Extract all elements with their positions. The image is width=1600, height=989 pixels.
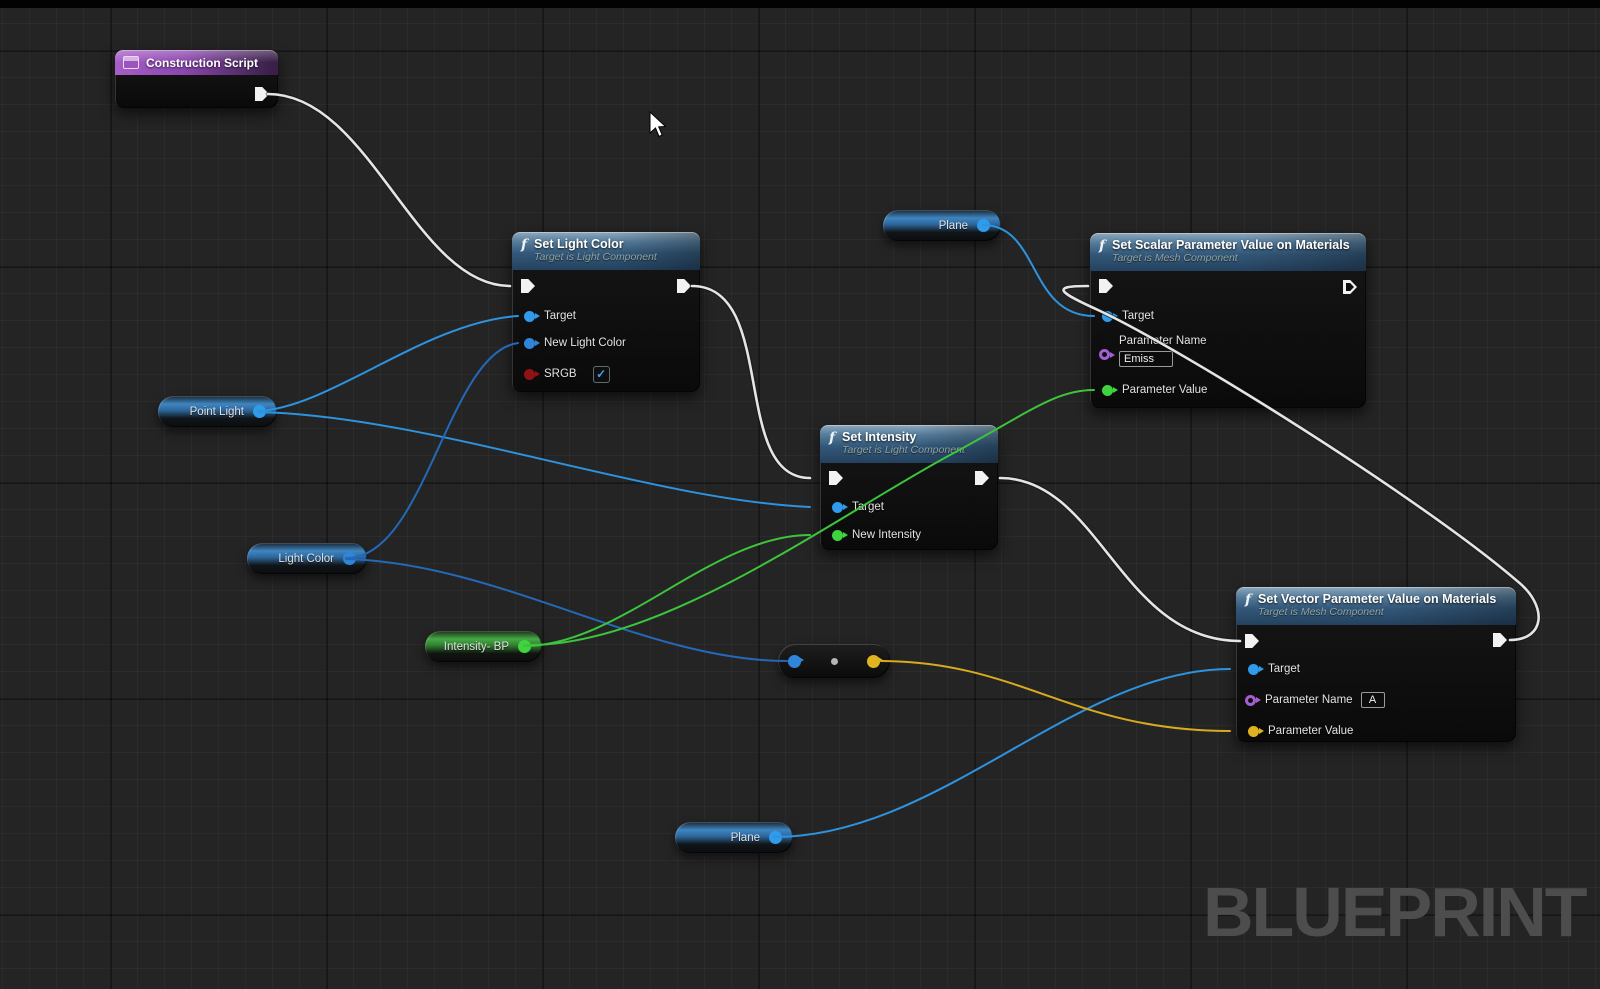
- node-construction-script[interactable]: Construction Script: [115, 50, 278, 108]
- node-set-vector-parameter[interactable]: f Set Vector Parameter Value on Material…: [1236, 587, 1516, 742]
- node-subtitle: Target is Mesh Component: [1112, 252, 1238, 265]
- node-title: Set Scalar Parameter Value on Materials: [1112, 238, 1350, 253]
- exec-out-pin[interactable]: [975, 471, 989, 485]
- node-set-scalar-parameter[interactable]: f Set Scalar Parameter Value on Material…: [1090, 233, 1366, 408]
- pin-label: New Intensity: [852, 529, 922, 541]
- pin-label: Target: [1268, 663, 1300, 675]
- pin-label: New Light Color: [544, 337, 626, 349]
- conversion-input-pin[interactable]: [788, 654, 804, 668]
- pin-label: Parameter Name: [1265, 694, 1353, 706]
- plane-output-pin[interactable]: [977, 219, 990, 232]
- variable-label: Intensity- BP: [443, 640, 509, 653]
- variable-node-plane-bottom[interactable]: Plane: [675, 822, 793, 853]
- exec-in-pin[interactable]: [829, 471, 843, 485]
- srgb-checkbox[interactable]: ✓: [592, 365, 610, 383]
- parameter-value-pin[interactable]: [1248, 725, 1264, 737]
- target-pin[interactable]: [1248, 663, 1264, 675]
- pin-label: Target: [852, 501, 884, 513]
- exec-out-pin[interactable]: [255, 87, 269, 101]
- new-light-color-pin[interactable]: [524, 337, 540, 349]
- node-title: Set Intensity: [842, 430, 917, 445]
- conversion-icon: [830, 657, 838, 665]
- node-title: Construction Script: [146, 55, 259, 70]
- parameter-value-pin[interactable]: [1102, 384, 1118, 396]
- target-pin[interactable]: [832, 501, 848, 513]
- variable-node-light-color[interactable]: Light Color: [247, 543, 367, 574]
- variable-node-intensity-bp[interactable]: Intensity- BP: [425, 631, 542, 662]
- parameter-name-input[interactable]: [1360, 692, 1385, 708]
- node-title: Set Vector Parameter Value on Materials: [1258, 592, 1497, 607]
- variable-node-plane-top[interactable]: Plane: [883, 210, 1001, 241]
- construction-script-icon: [123, 56, 139, 69]
- exec-in-pin[interactable]: [1245, 634, 1259, 648]
- function-icon: f: [1245, 592, 1252, 608]
- exec-in-pin[interactable]: [1099, 279, 1113, 293]
- object-wires: [257, 224, 1231, 838]
- exec-out-pin[interactable]: [1493, 633, 1507, 647]
- node-header: f Set Light Color Target is Light Compon…: [512, 232, 700, 270]
- target-pin[interactable]: [524, 310, 540, 322]
- exec-in-pin[interactable]: [521, 279, 535, 293]
- target-pin[interactable]: [1102, 310, 1118, 322]
- vector-wires: [880, 660, 1231, 732]
- srgb-pin[interactable]: [524, 368, 540, 380]
- node-header: f Set Vector Parameter Value on Material…: [1236, 587, 1516, 625]
- pin-label: Parameter Name: [1119, 335, 1207, 347]
- variable-label: Light Color: [278, 552, 334, 565]
- parameter-name-pin[interactable]: [1099, 349, 1115, 360]
- pin-label: SRGB: [544, 368, 577, 380]
- blueprint-watermark: BLUEPRINT: [1203, 873, 1588, 951]
- function-icon: f: [829, 430, 836, 446]
- node-header: Construction Script: [115, 50, 278, 75]
- variable-label: Point Light: [189, 405, 244, 418]
- conversion-node[interactable]: [778, 644, 890, 678]
- node-subtitle: Target is Light Component: [534, 251, 657, 264]
- top-window-edge: [0, 0, 1600, 8]
- exec-out-pin[interactable]: [1343, 280, 1357, 294]
- node-header: f Set Scalar Parameter Value on Material…: [1090, 233, 1366, 271]
- new-intensity-pin[interactable]: [832, 529, 848, 541]
- function-icon: f: [1099, 238, 1106, 254]
- pin-label: Parameter Value: [1122, 384, 1208, 396]
- variable-node-point-light[interactable]: Point Light: [158, 396, 277, 427]
- pin-label: Parameter Value: [1268, 725, 1354, 737]
- variable-label: Plane: [938, 219, 968, 232]
- pin-label: Target: [1122, 310, 1154, 322]
- pin-label: Target: [544, 310, 576, 322]
- node-header: f Set Intensity Target is Light Componen…: [820, 425, 998, 463]
- parameter-name-pin[interactable]: [1245, 694, 1261, 706]
- variable-label: Plane: [730, 831, 760, 844]
- point-light-output-pin[interactable]: [253, 405, 266, 418]
- node-subtitle: Target is Light Component: [842, 444, 965, 457]
- conversion-output-pin[interactable]: [867, 654, 883, 668]
- parameter-name-input[interactable]: [1119, 351, 1173, 367]
- plane-output-pin[interactable]: [769, 831, 782, 844]
- light-color-output-pin[interactable]: [343, 552, 356, 565]
- function-icon: f: [521, 237, 528, 253]
- node-subtitle: Target is Mesh Component: [1258, 606, 1384, 619]
- exec-out-pin[interactable]: [677, 279, 691, 293]
- node-set-light-color[interactable]: f Set Light Color Target is Light Compon…: [512, 232, 700, 392]
- float-wires: [523, 389, 1095, 647]
- intensity-bp-output-pin[interactable]: [518, 640, 531, 653]
- node-set-intensity[interactable]: f Set Intensity Target is Light Componen…: [820, 425, 998, 550]
- node-title: Set Light Color: [534, 237, 624, 252]
